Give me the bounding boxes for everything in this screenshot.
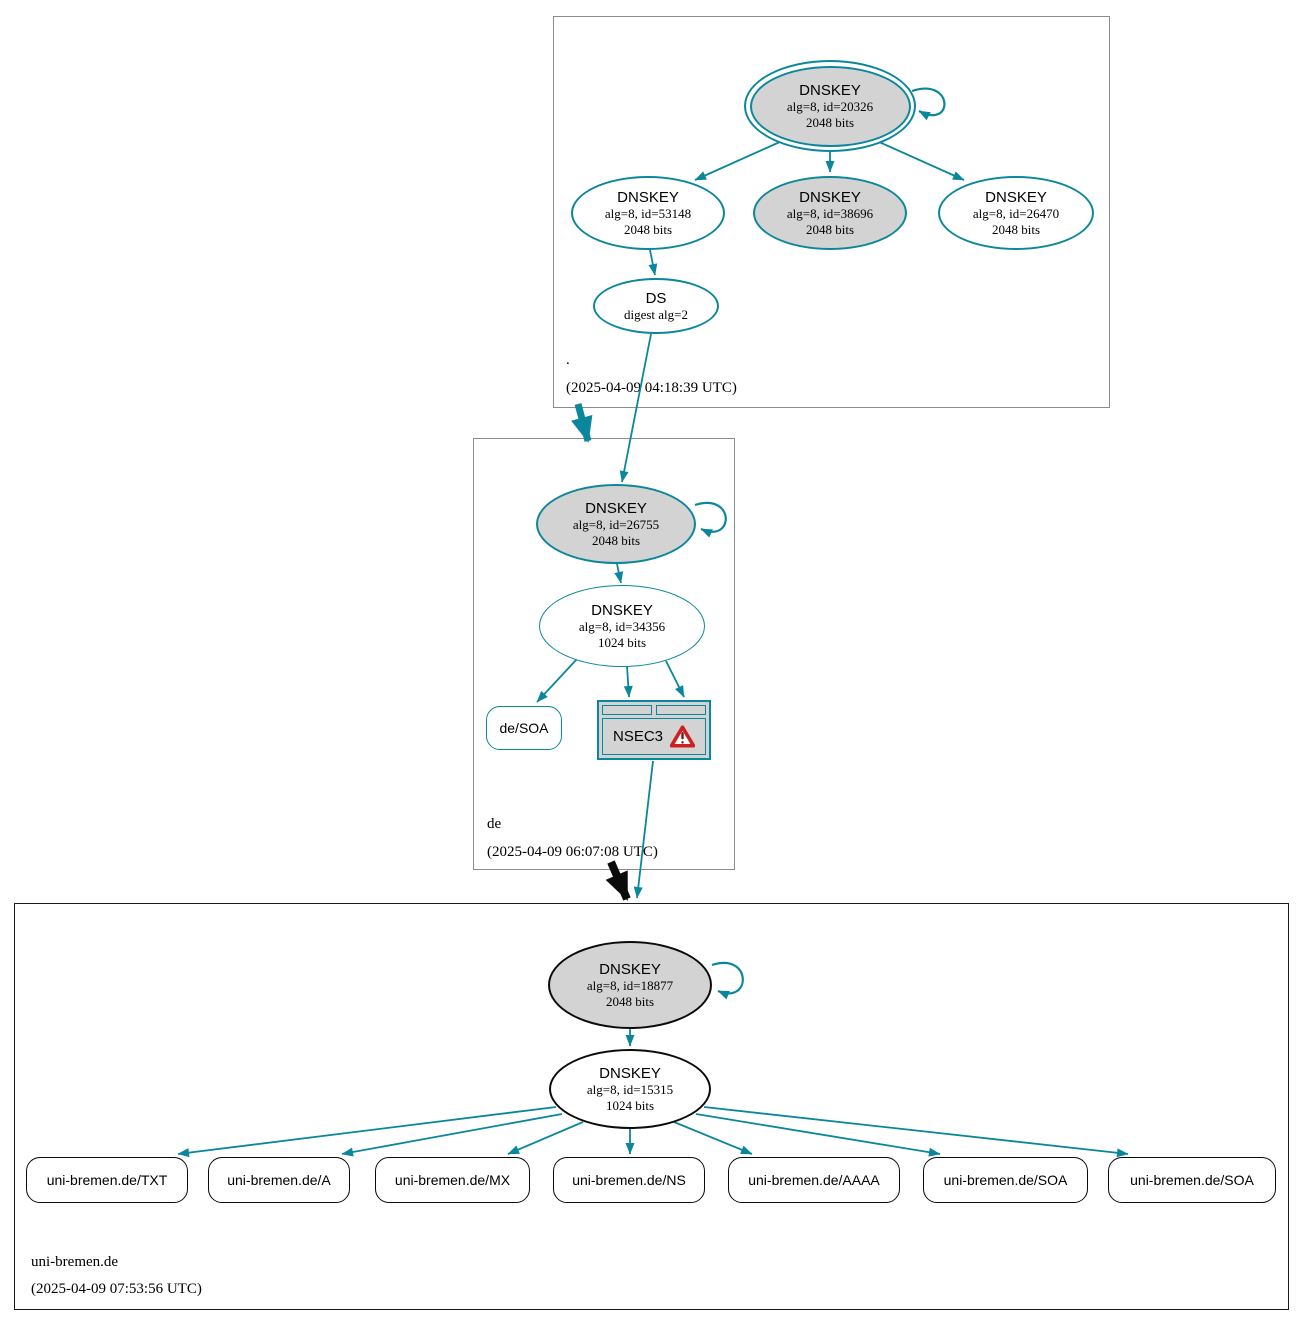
dnskey-alg-id: alg=8, id=20326: [786, 99, 874, 115]
dnskey-bits: 2048 bits: [605, 993, 655, 1009]
rrset-uni-bremen-de-soa-1[interactable]: uni-bremen.de/SOA: [923, 1157, 1088, 1203]
warning-triangle-icon: [670, 725, 696, 748]
nsec3-header-cell-right: [656, 704, 706, 715]
ds-title: DS: [645, 289, 667, 307]
dnskey-node-de-ksk-26755[interactable]: DNSKEY alg=8, id=26755 2048 bits: [536, 484, 696, 564]
dnskey-alg-id: alg=8, id=15315: [586, 1082, 674, 1098]
zone-timestamp-de: (2025-04-09 06:07:08 UTC): [487, 844, 658, 860]
zone-timestamp-uni-bremen-de: (2025-04-09 07:53:56 UTC): [31, 1281, 202, 1297]
zone-timestamp-root: (2025-04-09 04:18:39 UTC): [566, 380, 737, 396]
rrset-label: de/SOA: [499, 720, 549, 736]
rrset-uni-bremen-de-soa-2[interactable]: uni-bremen.de/SOA: [1108, 1157, 1276, 1203]
nsec3-header-row: [599, 702, 709, 715]
rrset-label: uni-bremen.de/AAAA: [748, 1172, 880, 1188]
rrset-uni-bremen-de-a[interactable]: uni-bremen.de/A: [208, 1157, 350, 1203]
dnskey-alg-id: alg=8, id=26755: [572, 517, 660, 533]
rrset-label: uni-bremen.de/A: [227, 1172, 331, 1188]
dnskey-bits: 2048 bits: [991, 221, 1041, 237]
ds-digest: digest alg=2: [623, 306, 689, 322]
rrset-label: uni-bremen.de/SOA: [943, 1172, 1068, 1188]
rrset-uni-bremen-de-txt[interactable]: uni-bremen.de/TXT: [26, 1157, 188, 1203]
rrset-label: uni-bremen.de/NS: [572, 1172, 686, 1188]
dnskey-title: DNSKEY: [799, 189, 861, 207]
dnskey-alg-id: alg=8, id=38696: [786, 206, 874, 222]
dnskey-bits: 2048 bits: [591, 532, 641, 548]
dnskey-title: DNSKEY: [617, 189, 679, 207]
ds-node-root[interactable]: DS digest alg=2: [593, 278, 719, 334]
zone-name-uni-bremen-de: uni-bremen.de: [31, 1254, 119, 1270]
dnskey-node-uni-ksk-18877[interactable]: DNSKEY alg=8, id=18877 2048 bits: [548, 941, 712, 1029]
rrset-label: uni-bremen.de/SOA: [1130, 1172, 1254, 1188]
dnskey-alg-id: alg=8, id=34356: [578, 619, 666, 635]
zone-name-de: de: [487, 816, 502, 832]
nsec3-header-cell-left: [602, 704, 652, 715]
dnskey-bits: 1024 bits: [597, 634, 647, 650]
dnskey-node-de-zsk-34356[interactable]: DNSKEY alg=8, id=34356 1024 bits: [539, 585, 705, 667]
dnskey-node-root-ksk-20326[interactable]: DNSKEY alg=8, id=20326 2048 bits: [744, 60, 916, 152]
rrset-uni-bremen-de-aaaa[interactable]: uni-bremen.de/AAAA: [728, 1157, 900, 1203]
dnskey-alg-id: alg=8, id=18877: [586, 978, 674, 994]
dnskey-node-uni-zsk-15315[interactable]: DNSKEY alg=8, id=15315 1024 bits: [549, 1049, 711, 1129]
rrset-label: uni-bremen.de/MX: [394, 1172, 511, 1188]
dnskey-alg-id: alg=8, id=26470: [972, 206, 1060, 222]
dnskey-node-root-zsk-38696[interactable]: DNSKEY alg=8, id=38696 2048 bits: [753, 176, 907, 250]
rrset-de-soa[interactable]: de/SOA: [486, 706, 562, 750]
dnskey-title: DNSKEY: [585, 500, 647, 518]
rrset-label: uni-bremen.de/TXT: [46, 1172, 168, 1188]
zone-name-root: .: [566, 352, 570, 368]
rrset-uni-bremen-de-mx[interactable]: uni-bremen.de/MX: [375, 1157, 530, 1203]
rrset-uni-bremen-de-ns[interactable]: uni-bremen.de/NS: [553, 1157, 705, 1203]
dnskey-bits: 1024 bits: [605, 1097, 655, 1113]
nsec3-node-de[interactable]: NSEC3: [597, 700, 711, 760]
dnskey-title: DNSKEY: [591, 602, 653, 620]
delegation-arrow-root-to-de: [571, 403, 593, 443]
nsec3-body: NSEC3: [602, 717, 706, 755]
dnskey-title: DNSKEY: [599, 961, 661, 979]
dnskey-alg-id: alg=8, id=53148: [604, 206, 692, 222]
dnskey-title: DNSKEY: [799, 82, 861, 100]
dnskey-title: DNSKEY: [599, 1065, 661, 1083]
dnskey-node-root-zsk-53148[interactable]: DNSKEY alg=8, id=53148 2048 bits: [571, 176, 725, 250]
dnskey-bits: 2048 bits: [805, 114, 855, 130]
dnskey-title: DNSKEY: [985, 189, 1047, 207]
nsec3-label: NSEC3: [612, 727, 664, 745]
dnskey-node-root-zsk-26470[interactable]: DNSKEY alg=8, id=26470 2048 bits: [938, 176, 1094, 250]
dnskey-bits: 2048 bits: [805, 221, 855, 237]
dnskey-bits: 2048 bits: [623, 221, 673, 237]
